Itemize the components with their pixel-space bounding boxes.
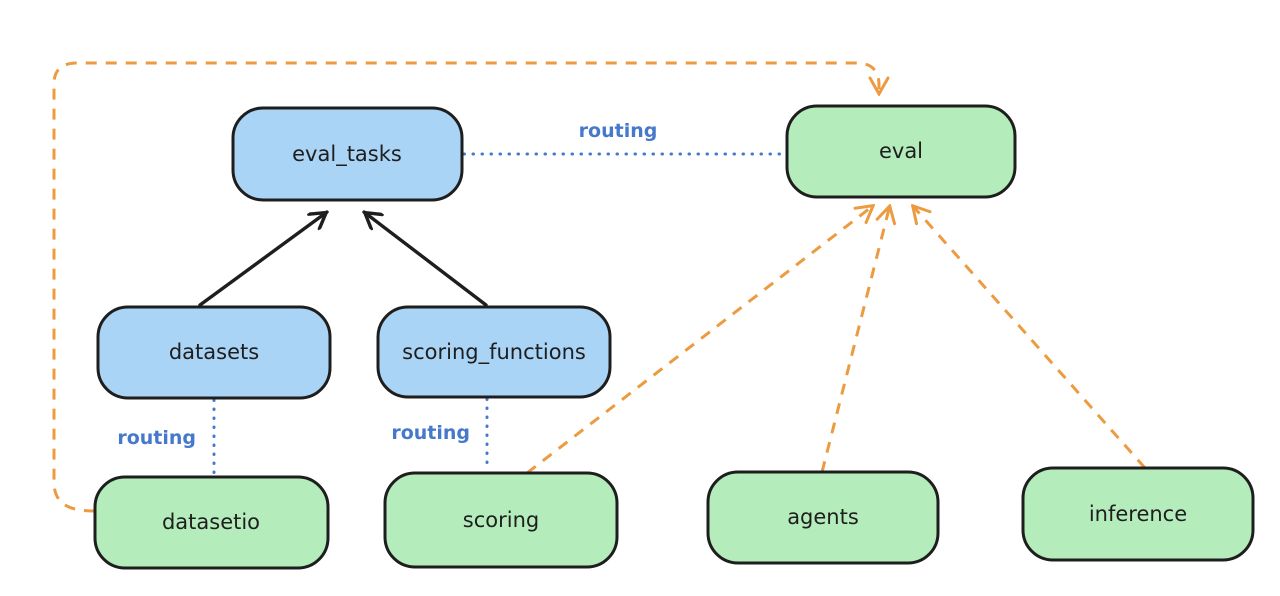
node-scoring-functions-label: scoring_functions bbox=[402, 340, 586, 365]
edge-inference-to-eval bbox=[912, 205, 1147, 469]
edge-scoring-to-eval bbox=[526, 205, 874, 475]
edge-label-routing-scoring: routing bbox=[391, 422, 470, 444]
node-agents-box bbox=[706, 470, 940, 565]
node-scoring-functions-box bbox=[376, 305, 612, 399]
node-eval-tasks: eval_tasks bbox=[231, 106, 464, 202]
node-scoring-box bbox=[383, 471, 619, 569]
node-scoring: scoring bbox=[383, 471, 619, 569]
edge-label-routing-top: routing bbox=[579, 120, 658, 142]
node-eval-tasks-box bbox=[231, 106, 464, 202]
node-scoring-label: scoring bbox=[463, 508, 539, 532]
node-datasetio: datasetio bbox=[93, 475, 330, 570]
node-datasets: datasets bbox=[96, 305, 332, 400]
node-datasetio-box bbox=[93, 475, 330, 570]
node-eval: eval bbox=[785, 104, 1017, 199]
node-scoring-functions: scoring_functions bbox=[376, 305, 612, 399]
node-eval-box bbox=[785, 104, 1017, 199]
node-inference-box bbox=[1021, 466, 1255, 562]
node-datasetio-label: datasetio bbox=[162, 510, 260, 534]
node-datasets-box bbox=[96, 305, 332, 400]
node-agents: agents bbox=[706, 470, 940, 565]
node-inference-label: inference bbox=[1089, 502, 1187, 526]
edge-agents-to-eval bbox=[820, 205, 890, 473]
node-eval-label: eval bbox=[879, 139, 923, 163]
edge-datasetio-to-eval-loop bbox=[52, 61, 879, 513]
node-datasets-label: datasets bbox=[169, 340, 259, 364]
node-agents-label: agents bbox=[787, 505, 859, 529]
node-inference: inference bbox=[1021, 466, 1255, 562]
edge-label-routing-datasets: routing bbox=[117, 427, 196, 449]
node-eval-tasks-label: eval_tasks bbox=[292, 142, 402, 167]
edge-datasets-to-eval-tasks bbox=[198, 210, 327, 307]
edge-scoring-functions-to-eval-tasks bbox=[364, 210, 488, 307]
